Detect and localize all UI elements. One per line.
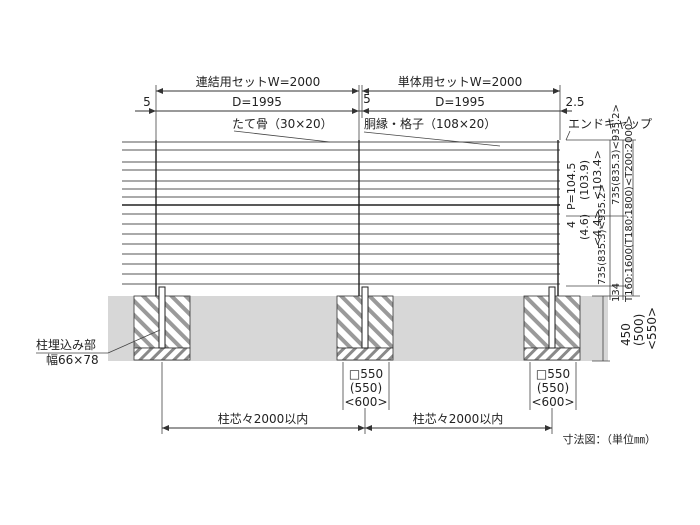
gap-mid-label: 5 — [363, 92, 371, 106]
span-right-label: 柱芯々2000以内 — [413, 411, 504, 426]
right-footing-size-2: (550) — [537, 381, 569, 395]
end-cap-callout-line — [565, 130, 571, 141]
pitch-label-3: <103.4> — [591, 150, 604, 200]
connect-set-label: 連結用セットW=2000 — [196, 75, 320, 89]
gap-label-3: <4.4> — [591, 210, 604, 246]
bottom-dimension-lines — [161, 362, 553, 434]
mid-footing-size-2: (550) — [350, 381, 382, 395]
end-cap-callout: エンドキャップ — [568, 117, 652, 131]
d-left-label: D=1995 — [232, 95, 282, 109]
post-callout: たて骨（30×20） — [232, 117, 333, 131]
right-footing-size: □550 — [536, 367, 570, 381]
fence-posts — [155, 140, 559, 296]
embed-size: 幅66×78 — [46, 352, 99, 367]
depth-label-3: <550> — [645, 307, 659, 350]
post-callout-line — [233, 130, 331, 143]
single-set-label: 単体用セットW=2000 — [398, 75, 522, 89]
total-height-label: T160:1600(T180:1800)<T200:2000> — [624, 115, 635, 303]
upper-height-label: 735(835.3)<935.2> — [611, 104, 622, 205]
embedded-posts — [158, 286, 556, 349]
mid-footing-size: □550 — [349, 367, 383, 381]
depth-label: 450 — [619, 323, 633, 346]
gap-left-label: 5 — [143, 95, 151, 109]
span-left-label: 柱芯々2000以内 — [218, 411, 309, 426]
pitch-label: P=104.5 — [565, 163, 578, 210]
rail-callout-line — [363, 131, 501, 147]
embed-title: 柱埋込み部 — [36, 337, 96, 352]
embed-callout-leader — [107, 329, 161, 354]
gap-label: 4 — [565, 221, 578, 228]
units-footnote: 寸法図：（単位㎜） — [563, 432, 657, 446]
right-footing-size-3: <600> — [531, 395, 574, 409]
gap-right-label: 2.5 — [565, 95, 584, 109]
bottom-gap-label: 134 — [611, 283, 622, 302]
depth-label-2: (500) — [632, 314, 646, 346]
rail-callout: 胴縁・格子（108×20） — [364, 116, 496, 131]
lower-height-label: 735(835.3)<935.2> — [597, 184, 608, 285]
top-dimension-lines — [135, 85, 572, 140]
gap-label-2: (4.6) — [578, 214, 591, 240]
fence-slats — [122, 141, 560, 285]
pitch-label-2: (103.9) — [578, 160, 591, 200]
d-right-label: D=1995 — [435, 95, 485, 109]
mid-footing-size-3: <600> — [344, 395, 387, 409]
right-dimension-lines — [566, 139, 640, 362]
